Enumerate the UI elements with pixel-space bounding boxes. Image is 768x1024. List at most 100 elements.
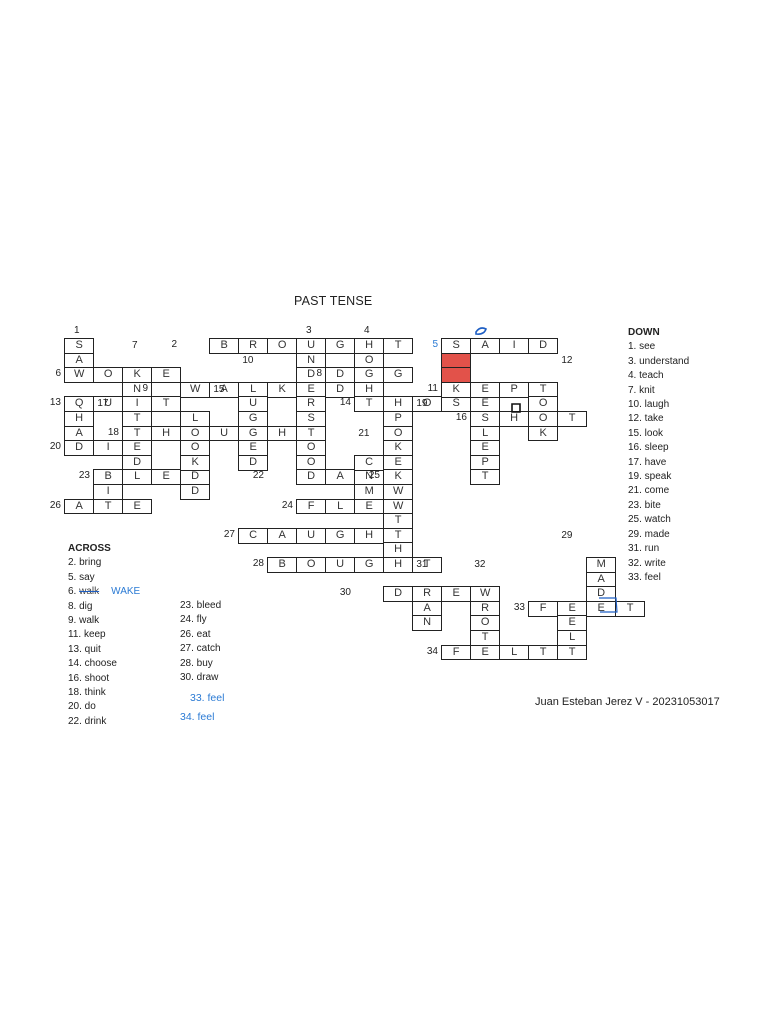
across2-clue: 30. draw [180, 672, 219, 684]
grid-cell: K [180, 454, 211, 471]
clue-number: 10 [242, 354, 254, 366]
clue-number: 4 [363, 325, 370, 337]
clue-number: 27 [223, 528, 235, 540]
grid-cell: U [296, 527, 327, 544]
grid-cell: F [441, 644, 472, 661]
grid-cell: W [180, 381, 211, 398]
grid-cell: D [180, 484, 211, 500]
pen-box-mark [599, 597, 618, 613]
clue-number: 19 [416, 398, 428, 410]
student-signature: Juan Esteban Jerez V - 20231053017 [535, 696, 720, 708]
grid-cell: T [412, 557, 443, 573]
across-clue: 13. quit [68, 643, 101, 655]
grid-cell: C [354, 454, 385, 471]
clue-number: 12 [561, 354, 573, 366]
across-clue: 14. choose [68, 658, 117, 670]
down-clue: 7. knit [628, 384, 655, 396]
grid-cell: N [412, 615, 443, 632]
grid-cell: H [354, 527, 385, 544]
clue-number: 13 [49, 397, 61, 409]
clue-number: 5 [432, 339, 438, 350]
clue-number: 25 [368, 470, 380, 482]
across-clue: 5. say [68, 571, 95, 583]
grid-cell: D [325, 367, 356, 384]
clue-number: 23 [78, 470, 90, 482]
grid-cell: D [296, 367, 327, 384]
across2-clue: 23. bleed [180, 600, 222, 611]
grid-cell: C [238, 527, 269, 544]
grid-cell: D [296, 469, 327, 486]
clue-number: 17 [97, 398, 109, 410]
clue-number: 22 [252, 470, 264, 482]
grid-cell: G [383, 367, 414, 384]
down-clue: 33. feel [628, 571, 661, 583]
clue-number: 34 [426, 645, 438, 657]
grid-cell: T [615, 600, 646, 617]
grid-cell: T [470, 469, 501, 486]
clue-number: 32 [474, 559, 486, 570]
correction-wake: WAKE [111, 586, 141, 598]
grid-cell: O [354, 352, 385, 369]
down-clue: 12. take [628, 413, 664, 425]
across-clue: 18. think [68, 687, 106, 699]
clue-number: 15 [213, 383, 225, 395]
clue-number: 20 [49, 441, 61, 453]
across-heading: ACROSS [68, 543, 111, 554]
grid-cell: O [412, 396, 443, 413]
grid-cell: W [64, 367, 95, 384]
clue-number: 28 [252, 558, 264, 569]
grid-cell: T [383, 513, 414, 530]
down-clue: 23. bite [628, 499, 661, 511]
pen-square-mark [511, 403, 521, 413]
clue-number: 3 [305, 325, 312, 337]
clue-number: 8 [316, 368, 322, 380]
clue-number: 7 [131, 340, 138, 351]
grid-cell: L [122, 469, 153, 486]
pen-scribble [475, 327, 487, 335]
grid-cell: S [296, 411, 327, 427]
down-clue: 21. come [628, 485, 670, 497]
grid-cell: T [383, 338, 414, 354]
clue-number: 16 [455, 412, 467, 423]
across-clue: 22. drink [68, 715, 107, 727]
grid-cell: F [296, 498, 327, 515]
clue-number: 26 [49, 499, 61, 511]
grid-cell: T [151, 396, 182, 413]
across2-clue: 28. buy [180, 657, 213, 669]
down-clue: 29. made [628, 528, 670, 540]
grid-cell: U [93, 396, 124, 413]
clue-number: 6 [55, 368, 61, 380]
clue-number: 9 [142, 382, 148, 394]
down-clue: 15. look [628, 427, 664, 439]
across-clue: 8. dig [68, 600, 93, 612]
page-title: PAST TENSE [294, 294, 373, 308]
grid-cell: E [470, 644, 501, 661]
grid-cell: D [528, 338, 559, 354]
clue-number: 21 [358, 427, 370, 439]
grid-cell: W [383, 484, 414, 500]
clue-number: 30 [339, 587, 351, 599]
blue-clue-34: 34. feel [180, 711, 215, 723]
clue-number: 1 [73, 325, 80, 337]
across2-clue: 24. fly [180, 614, 207, 626]
clue-number: 18 [107, 426, 119, 438]
grid-cell: K [528, 425, 559, 442]
grid-cell: E [122, 498, 153, 515]
down-clue: 1. see [628, 341, 656, 353]
across-clue: 11. keep [68, 629, 106, 641]
clue-number: 14 [339, 397, 351, 409]
grid-cell: T [557, 411, 588, 427]
grid-cell: T [528, 644, 559, 661]
down-clue: 4. teach [628, 370, 664, 382]
grid-cell: I [93, 440, 124, 457]
grid-cell: A [267, 527, 298, 544]
grid-cell: D [238, 454, 269, 471]
clue-number: 31 [416, 559, 428, 570]
down-clue: 31. run [628, 543, 660, 555]
grid-cell: H [383, 542, 414, 559]
